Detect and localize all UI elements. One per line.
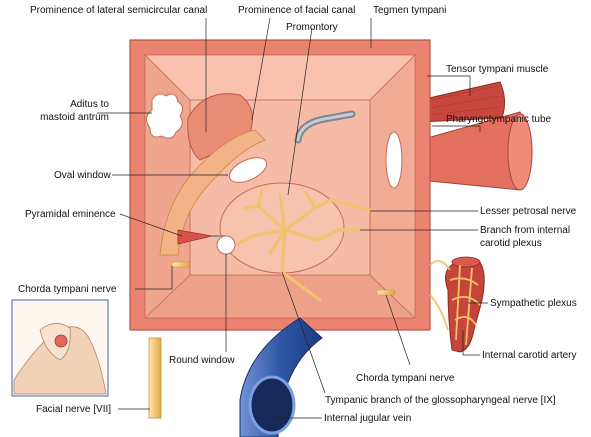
- label-branch-carotid-line1: Branch from internal: [480, 225, 570, 236]
- label-lesser-petrosal: Lesser petrosal nerve: [480, 206, 577, 217]
- chorda-tympani-right: [376, 289, 396, 296]
- label-oval-window: Oval window: [54, 170, 111, 181]
- leader-lines: [97, 17, 488, 419]
- label-sympathetic-plexus: Sympathetic plexus: [490, 298, 577, 309]
- tympanic-plexus: [236, 188, 372, 302]
- facial-nerve-trunk: [148, 337, 162, 419]
- label-lateral-canal: Prominence of lateral semicircular canal: [30, 5, 207, 16]
- internal-jugular-vein-lumen: [248, 375, 296, 435]
- label-promontory: Promontory: [286, 22, 338, 33]
- label-chorda-tympani-left: Chorda tympani nerve: [18, 284, 117, 295]
- facial-canal-prominence: [159, 129, 266, 256]
- tensor-tympani-muscle: [419, 81, 506, 123]
- round-window: [216, 235, 236, 255]
- label-internal-jugular-vein: Internal jugular vein: [324, 413, 411, 424]
- label-chorda-tympani-right: Chorda tympani nerve: [356, 373, 455, 384]
- aditus-opening: [146, 93, 184, 139]
- label-tympanic-branch: Tympanic branch of the glossopharyngeal …: [325, 395, 556, 406]
- label-internal-carotid: Internal carotid artery: [482, 350, 577, 361]
- label-tensor-tympani: Tensor tympani muscle: [446, 64, 549, 75]
- label-aditus-line2: mastoid antrum: [40, 112, 109, 123]
- chorda-tympani-left: [171, 261, 191, 268]
- pyramidal-eminence: [177, 229, 213, 245]
- label-tegmen-tympani: Tegmen tympani: [373, 5, 446, 16]
- oval-window: [228, 157, 268, 183]
- label-pyramidal-eminence: Pyramidal eminence: [25, 209, 116, 220]
- label-facial-nerve: Facial nerve [VII]: [36, 404, 111, 415]
- label-facial-canal: Prominence of facial canal: [238, 5, 355, 16]
- label-branch-carotid-line2: carotid plexus: [480, 238, 542, 249]
- label-pharyngotympanic-tube: Pharyngotympanic tube: [446, 114, 552, 125]
- pharyngotympanic-tube-opening: [507, 113, 533, 191]
- pharyngotympanic-opening: [385, 131, 403, 189]
- internal-carotid-artery: [445, 259, 485, 353]
- diagram-labels: Prominence of lateral semicircular canal…: [18, 5, 577, 424]
- lateral-canal-prominence: [187, 93, 253, 161]
- label-round-window: Round window: [169, 355, 235, 366]
- label-aditus-line1: Aditus to: [70, 99, 109, 110]
